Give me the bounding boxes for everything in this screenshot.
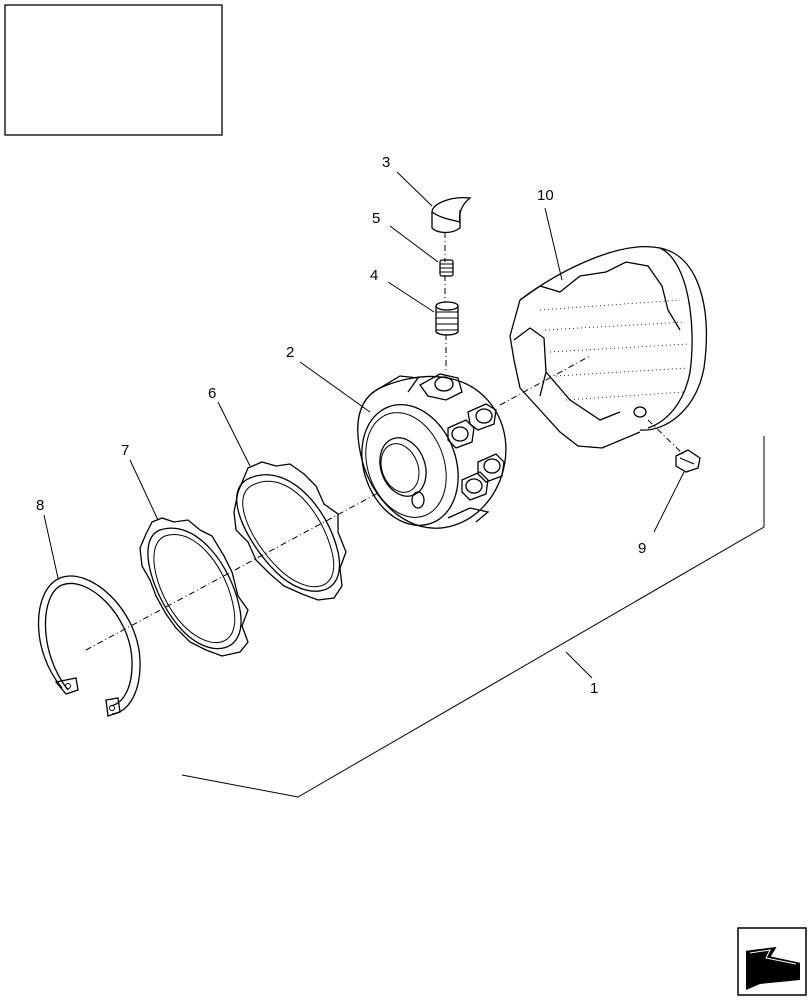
callout-6: 6 (208, 385, 216, 402)
callout-10: 10 (537, 187, 554, 204)
leader-lines (43, 171, 685, 679)
part-4-spring (435, 301, 459, 336)
part-9-fitting (675, 449, 701, 473)
next-page-arrow-icon[interactable] (737, 927, 807, 996)
callout-3: 3 (382, 154, 390, 171)
part-10-housing (509, 246, 707, 449)
callout-7: 7 (121, 442, 129, 459)
callout-1: 1 (590, 680, 598, 697)
callout-4: 4 (370, 267, 378, 284)
part-7-plate (139, 517, 249, 657)
callout-5: 5 (372, 210, 380, 227)
axis-lines (85, 232, 685, 651)
assembly-bracket (181, 436, 765, 798)
part-8-snap-ring (37, 575, 141, 717)
callout-2: 2 (286, 344, 294, 361)
part-5-spring (439, 259, 454, 277)
callout-9: 9 (638, 540, 646, 557)
callout-8: 8 (36, 497, 44, 514)
part-6-plate (233, 461, 347, 601)
part-3-cap (431, 197, 472, 234)
title-box (4, 4, 223, 136)
part-2-hub (357, 373, 507, 529)
